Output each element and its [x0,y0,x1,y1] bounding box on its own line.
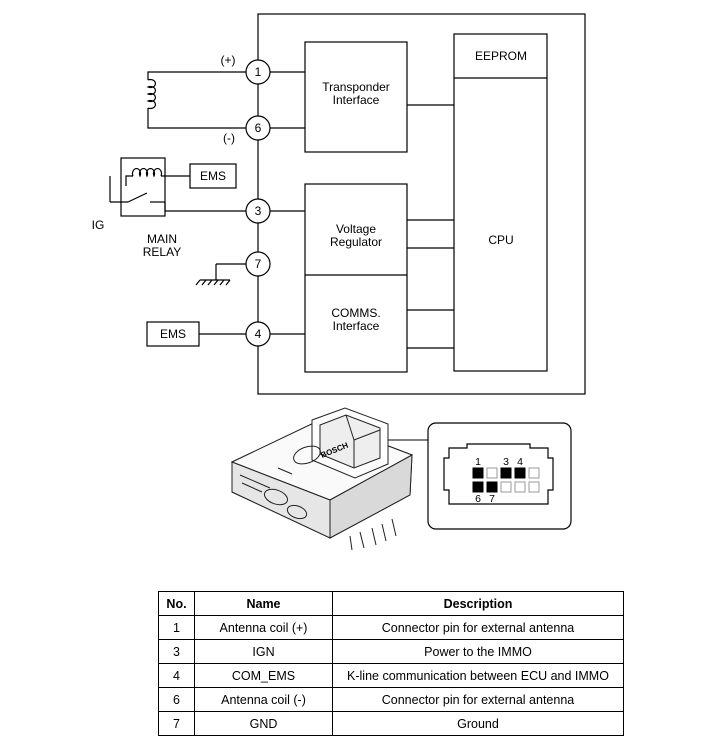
cell-name: GND [194,711,333,736]
relay-label-1: MAIN [147,232,177,246]
pinout-cell-4 [514,467,526,479]
table-row: 4 COM_EMS K-line communication between E… [158,663,624,688]
table-row: 6 Antenna coil (-) Connector pin for ext… [158,687,624,712]
table-row: 1 Antenna coil (+) Connector pin for ext… [158,615,624,640]
ems-label-bottom: EMS [160,327,186,341]
cell-name: IGN [194,639,333,664]
pin-1-label: 1 [255,65,262,79]
comms-label-1: COMMS. [331,306,380,320]
pin-4-circle [245,321,271,347]
ems-label-top: EMS [200,169,226,183]
main-relay-box [120,157,166,217]
cell-description: Connector pin for external antenna [332,615,624,640]
header-description: Description [332,591,624,616]
voltage-regulator-block [304,183,408,373]
pinout-cell-2 [486,467,498,479]
cell-description: Ground [332,711,624,736]
pinout-cell-3 [500,467,512,479]
table-row: 3 IGN Power to the IMMO [158,639,624,664]
cell-name: COM_EMS [194,663,333,688]
relay-label-2: RELAY [143,245,181,259]
comms-label-2: Interface [333,319,380,333]
cpu-block [453,33,548,372]
cell-no: 4 [158,663,195,688]
pin-7-label: 7 [255,257,262,271]
table-row: 7 GND Ground [158,711,624,736]
voltage-label-1: Voltage [336,222,376,236]
voltage-label-2: Regulator [330,235,382,249]
pin-6-label: 6 [255,121,262,135]
pinout-label-7: 7 [489,493,495,505]
cpu-label: CPU [488,233,513,247]
transponder-label-2: Interface [333,93,380,107]
ig-label: IG [92,218,105,232]
transponder-label-1: Transponder [322,80,390,94]
cell-no: 3 [158,639,195,664]
pin-4-label: 4 [255,327,262,341]
pin-3-circle [245,198,271,224]
header-no: No. [158,591,195,616]
pinout-cell-5 [528,467,540,479]
pinout-cell-1 [472,467,484,479]
ems-box-top [189,163,237,189]
pin-7-circle [245,251,271,277]
pinout-label-3: 3 [503,456,509,468]
pinout-cell-8 [500,481,512,493]
cell-no: 1 [158,615,195,640]
minus-label: (-) [223,131,235,145]
cell-description: K-line communication between ECU and IMM… [332,663,624,688]
transponder-interface-block [304,41,408,153]
table-header-row: No. Name Description [158,591,624,616]
pin-6-circle [245,115,271,141]
immobilizer-schematic: 1 6 3 7 4 (+) (-) Transponder Interface … [92,13,586,551]
immobilizer-module-illustration [230,407,414,551]
connector-pinout-inset: 1 3 4 6 7 [427,422,572,530]
pinout-cell-9 [514,481,526,493]
cell-description: Connector pin for external antenna [332,687,624,712]
eeprom-label: EEPROM [475,49,527,63]
pin-1-circle [245,59,271,85]
pin-3-label: 3 [255,204,262,218]
pinout-cell-10 [528,481,540,493]
pinout-label-6: 6 [475,493,481,505]
cell-no: 6 [158,687,195,712]
cell-description: Power to the IMMO [332,639,624,664]
pinout-label-4: 4 [517,456,523,468]
pinout-cell-7 [486,481,498,493]
module-outline [257,13,586,395]
cell-name: Antenna coil (-) [194,687,333,712]
plus-label: (+) [221,53,236,67]
header-name: Name [194,591,333,616]
pinout-label-1: 1 [475,456,481,468]
cell-no: 7 [158,711,195,736]
cell-name: Antenna coil (+) [194,615,333,640]
pin-description-table: No. Name Description 1 Antenna coil (+) … [158,591,624,736]
pinout-cell-6 [472,481,484,493]
